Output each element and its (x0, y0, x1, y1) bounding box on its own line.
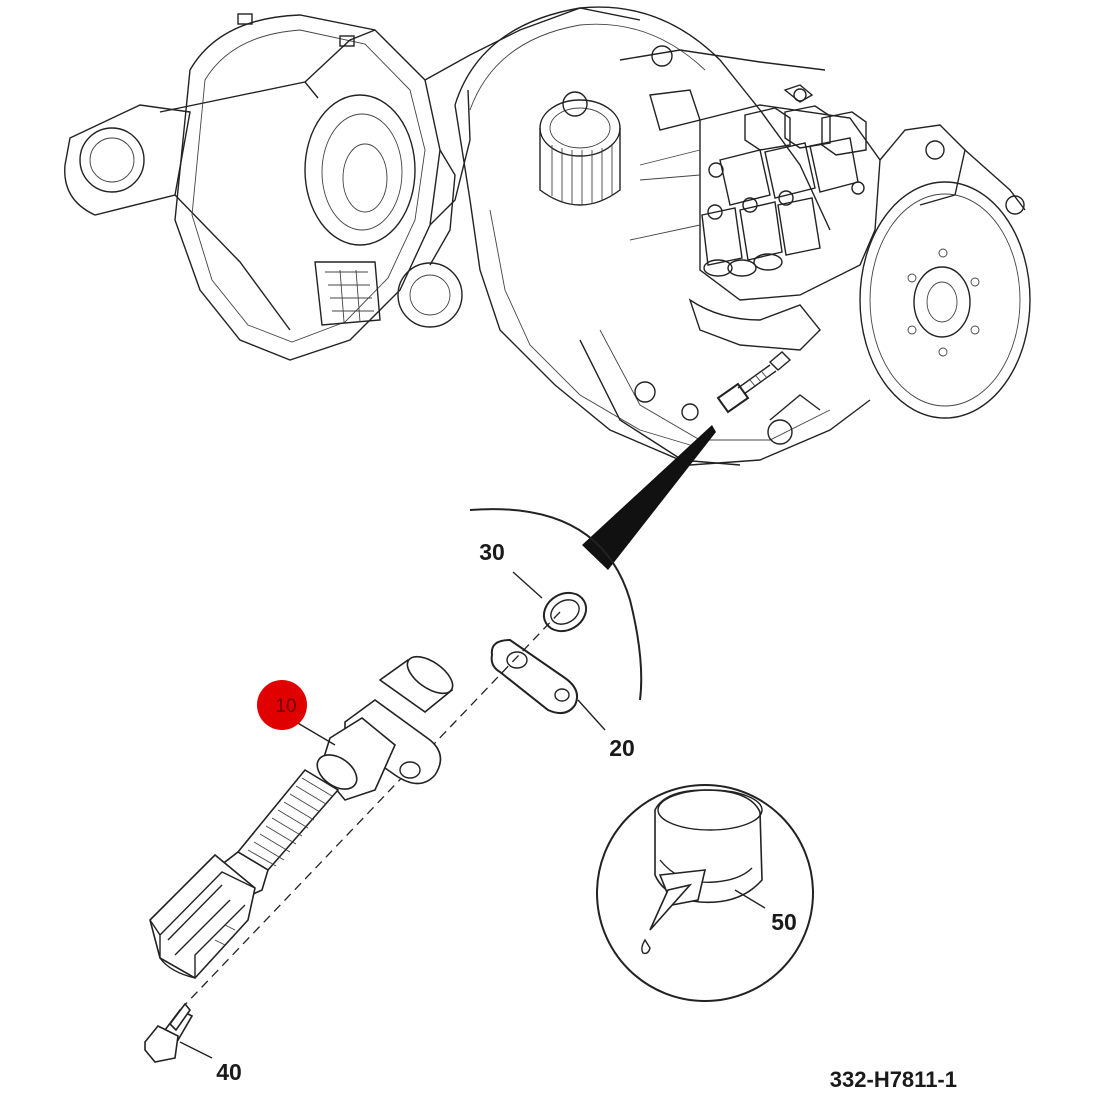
assembly-axis-line (179, 611, 561, 1011)
callout-10-label[interactable]: 10 (275, 696, 296, 717)
callout-20-label[interactable]: 20 (609, 735, 635, 761)
gasket-part (490, 638, 578, 715)
o-ring-part (542, 591, 588, 633)
callout-50-label[interactable]: 50 (771, 909, 797, 935)
leader-lines (179, 571, 766, 1059)
transmission-housing-illustration (64, 6, 1031, 466)
bolt-part (144, 1002, 194, 1063)
callout-40-label[interactable]: 40 (216, 1059, 242, 1085)
detail-boundary-arc (469, 508, 643, 701)
callout-10-highlight (257, 680, 307, 730)
adhesive-detail-inset (596, 784, 814, 1002)
valve-body-illustration (629, 84, 881, 351)
callout-30-label[interactable]: 30 (479, 539, 505, 565)
figure-code: 332-H7811-1 (830, 1067, 957, 1092)
detail-pointer-wedge (582, 425, 716, 570)
speed-sensor-part (149, 655, 454, 980)
